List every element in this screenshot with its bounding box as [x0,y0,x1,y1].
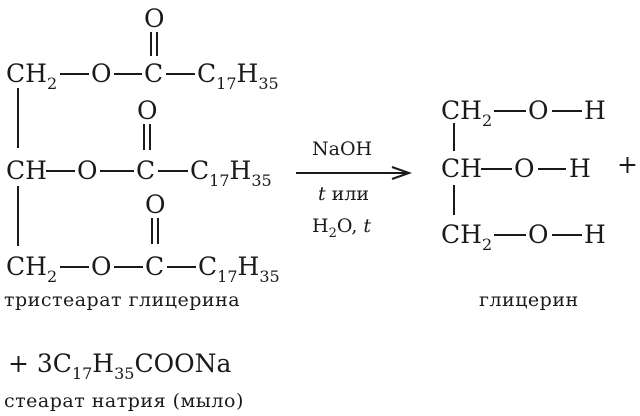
single-bond [481,168,512,170]
reagent-naoh: NaOH [312,138,373,160]
double-bond-1a [150,32,152,56]
double-bond-1b [156,32,158,56]
plus-sign: + [617,150,638,179]
ch2-group: CH2 [6,59,58,93]
hydroxyl-oxygen: O [528,220,549,249]
backbone-bond-1 [17,88,19,148]
condition-heat-or: t или [318,183,370,205]
reaction-arrow [296,166,412,180]
single-bond [538,168,566,170]
single-bond [167,266,196,268]
ester-oxygen: O [91,252,112,281]
double-bond-3b [157,218,159,244]
single-bond [552,234,582,236]
single-bond [60,73,89,75]
backbone-bond-2 [453,185,455,215]
ester-oxygen: O [77,156,98,185]
ester-oxygen: O [91,59,112,88]
backbone-bond-2 [17,186,19,246]
alkyl-chain: C17H35 [197,59,279,93]
hydroxyl-hydrogen: H [569,154,591,183]
hydroxyl-oxygen: O [514,154,535,183]
single-bond [494,110,526,112]
single-bond [552,110,582,112]
ch-group: CH [6,156,47,185]
hydroxyl-hydrogen: H [584,220,606,249]
single-bond [158,170,188,172]
single-bond [166,73,195,75]
carbonyl-oxygen-2: O [137,96,158,125]
single-bond [114,73,142,75]
reactant-name: тристеарат глицерина [4,289,241,311]
backbone-bond-1 [453,123,455,151]
carbonyl-carbon: C [136,156,156,185]
ch2-group: CH2 [441,96,493,130]
carbonyl-carbon: C [144,59,164,88]
soap-name: стеарат натрия (мыло) [4,390,244,412]
double-bond-2b [149,124,151,150]
carbonyl-carbon: C [145,252,165,281]
ch2-group: CH2 [441,220,493,254]
double-bond-2a [143,124,145,150]
soap-formula: + 3C17H35COONa [8,349,232,383]
hydroxyl-oxygen: O [528,96,549,125]
alkyl-chain: C17H35 [198,252,280,286]
alkyl-chain: C17H35 [190,156,272,190]
condition-water-heat: H2O, t [312,215,372,241]
carbonyl-oxygen-1: O [144,4,165,33]
single-bond [494,234,526,236]
double-bond-3a [151,218,153,244]
hydroxyl-hydrogen: H [584,96,606,125]
product-name: глицерин [479,289,579,311]
carbonyl-oxygen-3: O [145,190,166,219]
single-bond [60,266,89,268]
ch2-group: CH2 [6,252,58,286]
single-bond [114,266,143,268]
ch-group: CH [441,154,482,183]
single-bond [100,170,134,172]
single-bond [46,170,75,172]
